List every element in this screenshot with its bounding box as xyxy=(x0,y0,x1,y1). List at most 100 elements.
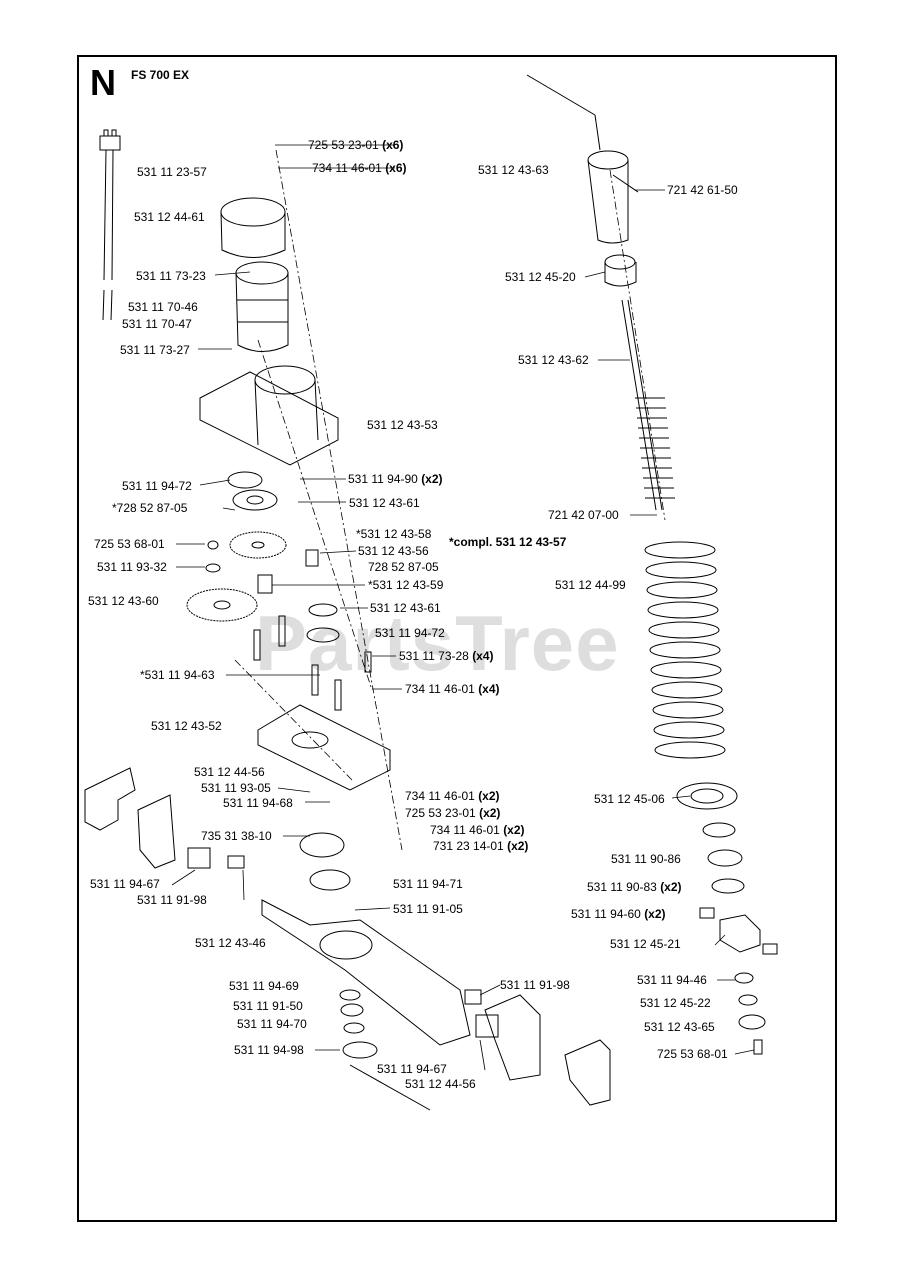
sleeve xyxy=(526,74,639,244)
part-label: 531 11 94-46 xyxy=(637,973,707,987)
part-number: 531 11 73-23 xyxy=(136,269,206,283)
part-number: 725 53 68-01 xyxy=(657,1047,728,1061)
part-label: 731 23 14-01 (x2) xyxy=(433,839,528,853)
part-label: 531 11 94-72 xyxy=(375,626,445,640)
middle-parts xyxy=(253,603,372,711)
part-label: 531 12 43-61 xyxy=(349,496,420,510)
part-label: 531 12 43-52 xyxy=(151,719,222,733)
part-number: 531 11 94-72 xyxy=(122,479,192,493)
part-number: 531 11 90-86 xyxy=(611,852,681,866)
part-label: 531 12 43-60 xyxy=(88,594,159,608)
part-number: 734 11 46-01 xyxy=(312,161,382,175)
part-number: 531 11 94-98 xyxy=(234,1043,304,1057)
part-number: 731 23 14-01 xyxy=(433,839,504,853)
part-qty: (x2) xyxy=(507,839,529,853)
part-number: 531 12 44-56 xyxy=(194,765,265,779)
part-number: 531 11 94-67 xyxy=(90,877,160,891)
part-label: 721 42 61-50 xyxy=(667,183,738,197)
part-label: 531 11 73-23 xyxy=(136,269,206,283)
part-label: 531 11 94-70 xyxy=(237,1017,307,1031)
part-label: *728 52 87-05 xyxy=(112,501,187,515)
part-label: 531 11 23-57 xyxy=(137,165,207,179)
part-label: 531 11 94-72 xyxy=(122,479,192,493)
part-number: 531 11 91-50 xyxy=(233,999,303,1013)
part-number: 725 53 23-01 xyxy=(405,806,476,820)
part-qty: (x2) xyxy=(478,789,500,803)
part-number: 531 11 94-90 xyxy=(348,472,418,486)
part-number: *compl. 531 12 43-57 xyxy=(449,535,567,549)
part-number: 531 12 43-61 xyxy=(370,601,441,615)
part-label: 725 53 68-01 xyxy=(94,537,165,551)
part-number: 735 31 38-10 xyxy=(201,829,272,843)
part-label: 725 53 23-01 (x2) xyxy=(405,806,500,820)
part-qty: (x4) xyxy=(478,682,500,696)
upper-housing xyxy=(199,365,339,466)
part-number: *531 12 43-58 xyxy=(356,527,432,541)
part-label: 531 11 90-83 (x2) xyxy=(587,880,682,894)
part-qty: (x2) xyxy=(644,907,666,921)
part-qty: (x2) xyxy=(421,472,443,486)
wire-connector xyxy=(99,129,121,321)
part-number: 531 11 94-60 xyxy=(571,907,641,921)
part-label: 531 11 94-67 xyxy=(90,877,160,891)
collar xyxy=(604,254,637,287)
part-number: 531 11 94-67 xyxy=(377,1062,447,1076)
part-number: 531 12 43-53 xyxy=(367,418,438,432)
part-number: 531 11 73-27 xyxy=(120,343,190,357)
part-label: 734 11 46-01 (x2) xyxy=(405,789,500,803)
part-number: 531 12 43-62 xyxy=(518,353,589,367)
part-number: 531 12 45-06 xyxy=(594,792,665,806)
part-label: 735 31 38-10 xyxy=(201,829,272,843)
part-label: 531 11 70-47 xyxy=(122,317,192,331)
part-qty: (x4) xyxy=(472,649,494,663)
part-label: 531 11 94-60 (x2) xyxy=(571,907,666,921)
part-number: 531 12 43-61 xyxy=(349,496,420,510)
part-label: 721 42 07-00 xyxy=(548,508,619,522)
part-label: 531 12 45-06 xyxy=(594,792,665,806)
part-number: 531 12 43-56 xyxy=(358,544,429,558)
part-label: 531 11 91-98 xyxy=(500,978,570,992)
part-label: 531 11 93-05 xyxy=(201,781,271,795)
part-number: 728 52 87-05 xyxy=(368,560,439,574)
part-label: 531 11 94-71 xyxy=(393,877,463,891)
part-number: 531 11 94-46 xyxy=(637,973,707,987)
motor-cover xyxy=(220,197,286,258)
rod-and-spring xyxy=(621,299,675,511)
part-number: 531 12 44-99 xyxy=(555,578,626,592)
part-number: 531 11 94-71 xyxy=(393,877,463,891)
part-number: *531 12 43-59 xyxy=(368,578,444,592)
section-letter: N xyxy=(90,62,116,103)
part-number: 531 11 94-68 xyxy=(223,796,293,810)
part-number: 734 11 46-01 xyxy=(405,789,475,803)
part-label: 734 11 46-01 (x4) xyxy=(405,682,500,696)
part-label: 725 53 68-01 xyxy=(657,1047,728,1061)
part-label: 531 11 94-67 xyxy=(377,1062,447,1076)
part-number: 531 11 94-69 xyxy=(229,979,299,993)
part-label: 531 12 44-99 xyxy=(555,578,626,592)
part-number: 531 11 94-70 xyxy=(237,1017,307,1031)
part-qty: (x2) xyxy=(479,806,501,820)
part-label: 734 11 46-01 (x2) xyxy=(430,823,525,837)
part-label: 531 11 73-28 (x4) xyxy=(399,649,494,663)
part-number: 531 11 73-28 xyxy=(399,649,469,663)
part-label: 728 52 87-05 xyxy=(368,560,439,574)
part-number: 734 11 46-01 xyxy=(405,682,475,696)
part-number: 531 11 70-47 xyxy=(122,317,192,331)
part-qty: (x6) xyxy=(385,161,407,175)
part-number: 531 12 45-22 xyxy=(640,996,711,1010)
part-number: 531 11 90-83 xyxy=(587,880,657,894)
part-number: *531 11 94-63 xyxy=(140,668,215,682)
part-qty: (x2) xyxy=(503,823,525,837)
part-qty: (x2) xyxy=(660,880,682,894)
part-number: 531 12 43-65 xyxy=(644,1020,715,1034)
part-label: 531 11 94-69 xyxy=(229,979,299,993)
part-number: 531 11 23-57 xyxy=(137,165,207,179)
part-number: *728 52 87-05 xyxy=(112,501,188,515)
part-number: 531 12 43-46 xyxy=(195,936,266,950)
part-number: 531 11 91-98 xyxy=(500,978,570,992)
part-label: 531 12 44-56 xyxy=(194,765,265,779)
part-number: 531 11 94-72 xyxy=(375,626,445,640)
part-label: 531 11 70-46 xyxy=(128,300,198,314)
part-label: 531 12 44-56 xyxy=(405,1077,476,1091)
